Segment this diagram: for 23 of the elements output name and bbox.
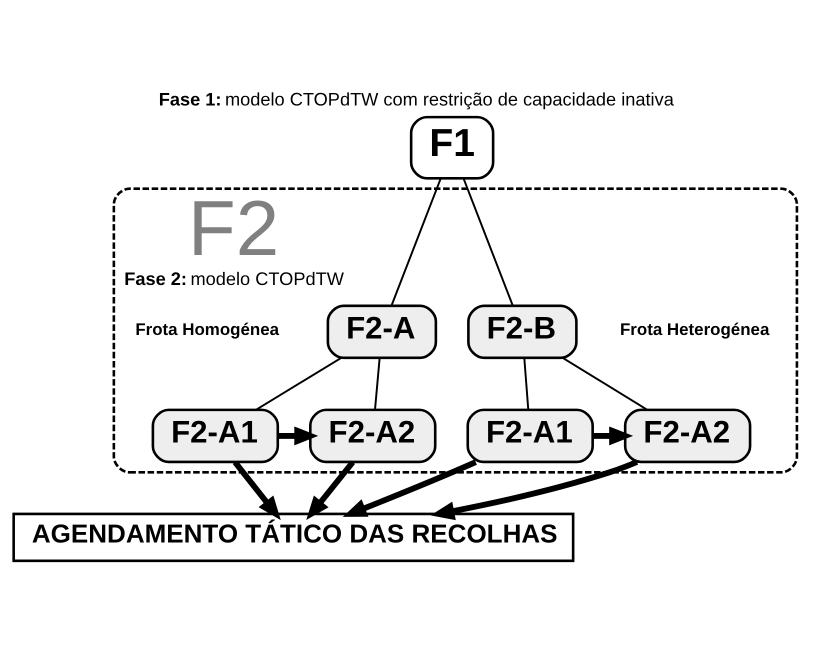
connector — [523, 358, 530, 410]
connector — [390, 178, 442, 306]
node-label: Frota Homogénea — [135, 320, 280, 339]
connector — [256, 357, 342, 410]
node-box: AGENDAMENTO TÁTICO DAS RECOLHAS — [12, 512, 574, 562]
node-box: F2-A1 — [152, 408, 280, 464]
node-box: F2-A2 — [309, 408, 437, 464]
connector — [462, 178, 514, 306]
arrow — [592, 426, 634, 446]
connector — [562, 357, 648, 410]
arrow — [430, 459, 638, 520]
node-box: F2-B — [467, 304, 578, 360]
node-box: F2-A — [326, 304, 438, 360]
arrow — [278, 426, 318, 446]
arrow — [342, 459, 477, 517]
diagram-title: Fase 1: modelo CTOPdTW com restrição de capacidade inativa — [158, 90, 674, 110]
connector — [374, 358, 381, 410]
arrow — [306, 460, 356, 520]
node-label: Frota Heterogénea — [620, 320, 770, 339]
node-box: F2-A2 — [624, 408, 752, 464]
node-box: F1 — [410, 116, 494, 180]
arrow — [232, 460, 281, 520]
node-box: F2-A1 — [466, 408, 594, 464]
